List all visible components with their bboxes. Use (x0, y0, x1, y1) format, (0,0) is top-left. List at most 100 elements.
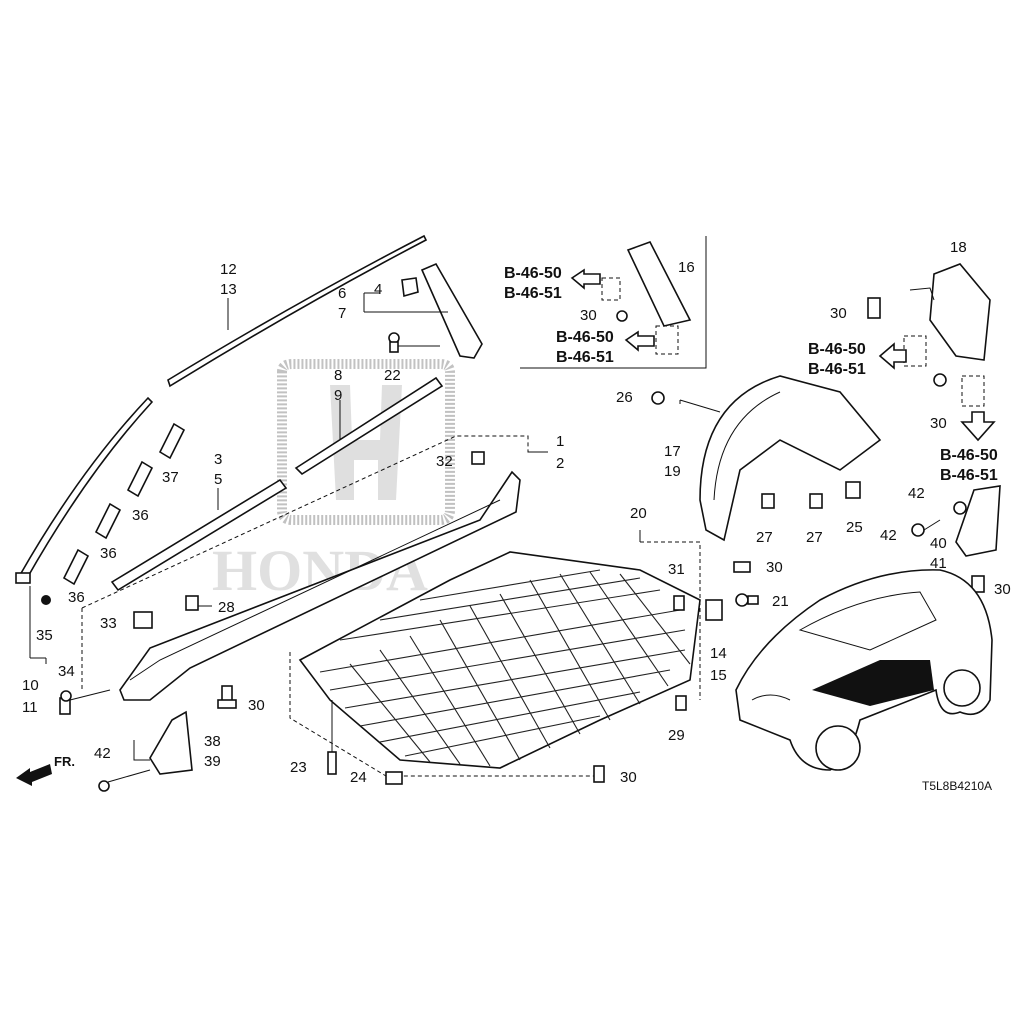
front-label: FR. (54, 754, 75, 769)
callout-9: 9 (334, 387, 342, 404)
callout-33: 33 (100, 615, 117, 632)
mud-guard-rear (955, 485, 1001, 557)
callout-20: 20 (630, 505, 647, 522)
clip-4 (401, 277, 419, 298)
callout-8: 8 (334, 367, 342, 384)
belt-molding-upper (294, 376, 444, 476)
car-locator (735, 569, 993, 771)
callout-19: 19 (664, 463, 681, 480)
screw-22 (388, 332, 440, 353)
clip-14 (705, 599, 723, 621)
molding-clips (62, 422, 186, 586)
ref-b4650-top: B-46-50 (504, 265, 562, 282)
callout-39: 39 (204, 753, 221, 770)
clip-32 (471, 451, 485, 465)
callout-30g: 30 (994, 581, 1011, 598)
ref-arrow-top: B-46-50 B-46-51 (504, 265, 601, 302)
callout-36b: 36 (100, 545, 117, 562)
callout-42b: 42 (908, 485, 925, 502)
callout-37: 37 (162, 469, 179, 486)
clip-27a (761, 493, 775, 509)
clip-28 (185, 595, 212, 611)
callout-10: 10 (22, 677, 39, 694)
clip-34 (59, 689, 111, 715)
callout-42a: 42 (94, 745, 111, 762)
detail-box-16 (520, 236, 707, 369)
rear-liner-18 (867, 263, 991, 407)
callout-26: 26 (616, 389, 633, 406)
callout-13: 13 (220, 281, 237, 298)
callout-30a: 30 (248, 697, 265, 714)
mud-guard-front (149, 710, 193, 775)
ref-b4650-top-lower: B-46-50 (556, 329, 614, 346)
bolt-23 (327, 700, 337, 775)
side-sill-garnish (119, 470, 521, 701)
callout-18: 18 (950, 239, 967, 256)
callout-1: 1 (556, 433, 564, 450)
callout-4: 4 (374, 281, 382, 298)
screw-42b (953, 501, 967, 515)
callout-labels: 12 13 6 7 4 22 8 9 3 5 37 36 36 36 1 2 3… (22, 239, 1011, 786)
front-arrow: FR. (16, 754, 75, 786)
grommet-35 (41, 595, 51, 605)
callout-42c: 42 (880, 527, 897, 544)
callout-6: 6 (338, 285, 346, 302)
callout-41: 41 (930, 555, 947, 572)
callout-30d: 30 (766, 559, 783, 576)
ref-b4650-right: B-46-50 (808, 341, 866, 358)
fender-liner (699, 375, 882, 542)
ref-arrow-right: B-46-50 B-46-51 (808, 341, 907, 378)
clip-27b (809, 493, 823, 509)
callout-17: 17 (664, 443, 681, 460)
clip-33 (133, 611, 153, 629)
callout-30f: 30 (930, 415, 947, 432)
drawing-code: T5L8B4210A (922, 779, 992, 793)
clip-30d (733, 561, 751, 573)
callout-2: 2 (556, 455, 564, 472)
callout-24: 24 (350, 769, 367, 786)
screw-42-front (98, 769, 151, 792)
nut-26 (651, 391, 665, 405)
pillar-garnish (420, 262, 483, 359)
callout-40: 40 (930, 535, 947, 552)
ref-b4651-top: B-46-51 (504, 285, 562, 302)
bolt-30-under (593, 765, 605, 783)
callout-34: 34 (58, 663, 75, 680)
callout-28: 28 (218, 599, 235, 616)
callout-30b: 30 (620, 769, 637, 786)
callout-36c: 36 (68, 589, 85, 606)
callout-31: 31 (668, 561, 685, 578)
callout-35: 35 (36, 627, 53, 644)
bolt-30g (971, 575, 985, 593)
callout-30e: 30 (830, 305, 847, 322)
callout-27a: 27 (756, 529, 773, 546)
nut-24 (385, 771, 403, 785)
callout-27b: 27 (806, 529, 823, 546)
belt-molding-lower (110, 478, 288, 592)
callout-22: 22 (384, 367, 401, 384)
under-cover (298, 551, 701, 769)
bolt-21 (735, 593, 759, 607)
callout-21: 21 (772, 593, 789, 610)
callout-12: 12 (220, 261, 237, 278)
callout-14: 14 (710, 645, 727, 662)
callout-7: 7 (338, 305, 346, 322)
ref-b4651-top-lower: B-46-51 (556, 349, 614, 366)
clip-25 (845, 481, 861, 499)
callout-3: 3 (214, 451, 222, 468)
ref-b4650-right-low: B-46-50 (940, 447, 998, 464)
callout-11: 11 (22, 699, 38, 716)
fastener-31 (673, 595, 685, 611)
callout-16: 16 (678, 259, 695, 276)
callout-15: 15 (710, 667, 727, 684)
ref-b4651-right-low: B-46-51 (940, 467, 998, 484)
screw-42c (911, 523, 925, 537)
callout-36a: 36 (132, 507, 149, 524)
callout-29: 29 (668, 727, 685, 744)
fastener-29 (675, 695, 687, 711)
ref-b4651-right: B-46-51 (808, 361, 866, 378)
callout-38: 38 (204, 733, 221, 750)
callout-5: 5 (214, 471, 222, 488)
bolt-30-sill (217, 685, 237, 709)
